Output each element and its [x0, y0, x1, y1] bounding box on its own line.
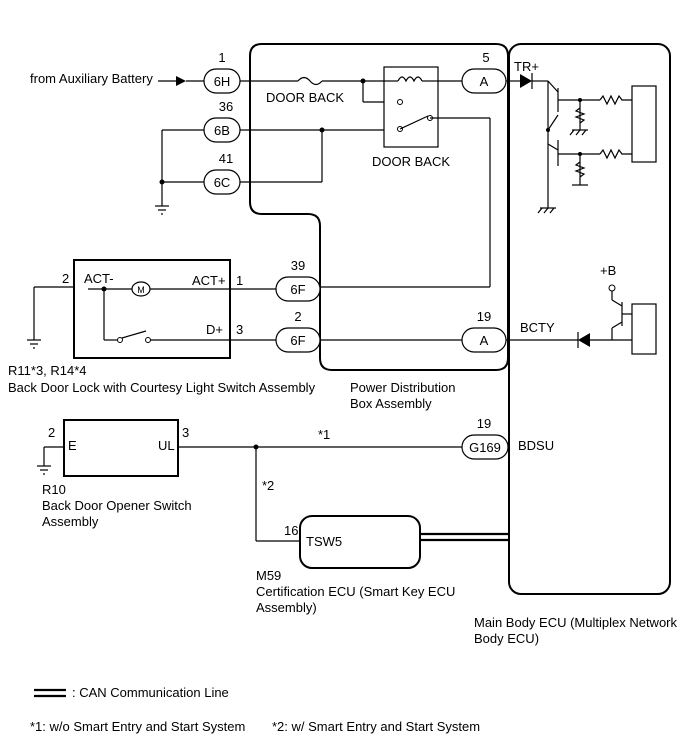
- opener-name-1: Back Door Opener Switch: [42, 498, 192, 513]
- connector-6C: [203, 169, 241, 195]
- legend-note2: *2: w/ Smart Entry and Start System: [272, 719, 480, 734]
- motor-label: M: [137, 285, 145, 295]
- star1-label: *1: [318, 427, 330, 442]
- opener-code: R10: [42, 482, 66, 497]
- certification-ecu: [299, 515, 421, 569]
- bdsu-label: BDSU: [518, 438, 554, 453]
- pin-A-5: 5: [482, 50, 489, 65]
- d-plus-label: D+: [206, 322, 223, 337]
- relay-label: DOOR BACK: [372, 154, 450, 169]
- pin-6C: 41: [219, 151, 233, 166]
- pin-6B: 36: [219, 99, 233, 114]
- diode-bcty-icon: [578, 333, 590, 347]
- cert-name-2: Assembly): [256, 600, 317, 615]
- pin-ul: 3: [182, 425, 189, 440]
- e-label: E: [68, 438, 77, 453]
- connector-A-19: [461, 327, 507, 353]
- pin-e: 2: [48, 425, 55, 440]
- fuse-label: DOOR BACK: [266, 90, 344, 105]
- pin-G169: 19: [477, 416, 491, 431]
- pin-6F-39: 39: [291, 258, 305, 273]
- pdb-name-1: Power Distribution: [350, 380, 456, 395]
- pin-d-plus: 3: [236, 322, 243, 337]
- connector-G169: [461, 434, 509, 460]
- connector-6F-39: [275, 276, 321, 302]
- bcty-label: BCTY: [520, 320, 555, 335]
- diode-tr-icon: [520, 74, 532, 88]
- lock-switch-name: Back Door Lock with Courtesy Light Switc…: [8, 380, 316, 395]
- label-A-5: A: [480, 74, 489, 89]
- pin-6F-2: 2: [294, 309, 301, 324]
- label-6C: 6C: [214, 175, 231, 190]
- label-6B: 6B: [214, 123, 230, 138]
- pin-A-19: 19: [477, 309, 491, 324]
- act-minus-label: ACT-: [84, 271, 114, 286]
- label-6H: 6H: [214, 74, 231, 89]
- back-door-opener-switch: [63, 419, 179, 477]
- pin-act-minus: 2: [62, 271, 69, 286]
- fuse-icon: [297, 76, 323, 86]
- plus-b-label: +B: [600, 263, 616, 278]
- ul-label: UL: [158, 438, 175, 453]
- pdb-name-2: Box Assembly: [350, 396, 432, 411]
- tr-plus-label: TR+: [514, 59, 539, 74]
- aux-battery-label: from Auxiliary Battery: [30, 71, 153, 86]
- connector-6B: [203, 117, 241, 143]
- cert-terminal: TSW5: [306, 534, 342, 549]
- resistor-icon: [599, 94, 632, 106]
- ecu-logic-block: [631, 85, 657, 163]
- pin-act-plus: 1: [236, 273, 243, 288]
- label-6F-39: 6F: [290, 282, 305, 297]
- legend-can: : CAN Communication Line: [72, 685, 229, 700]
- cert-code: M59: [256, 568, 281, 583]
- lock-switch-code: R11*3, R14*4: [8, 363, 87, 378]
- arrow-icon: [176, 76, 186, 86]
- label-G169: G169: [469, 440, 501, 455]
- label-6F-2: 6F: [290, 333, 305, 348]
- opener-name-2: Assembly: [42, 514, 99, 529]
- connector-6H: [203, 68, 241, 94]
- act-plus-label: ACT+: [192, 273, 226, 288]
- main-ecu-name-2: Body ECU): [474, 631, 539, 646]
- connector-6F-2: [275, 327, 321, 353]
- main-body-ecu: [508, 43, 671, 595]
- pin-6H: 1: [218, 50, 225, 65]
- connector-A-5: [461, 68, 507, 94]
- legend-note1: *1: w/o Smart Entry and Start System: [30, 719, 245, 734]
- star2-label: *2: [262, 478, 274, 493]
- cert-name-1: Certification ECU (Smart Key ECU: [256, 584, 455, 599]
- main-ecu-name-1: Main Body ECU (Multiplex Network: [474, 615, 678, 630]
- label-A-19: A: [480, 333, 489, 348]
- cert-pin: 16: [284, 523, 298, 538]
- back-door-lock-switch: [73, 259, 231, 359]
- relay-coil-icon: [397, 76, 423, 83]
- relay-door-back: [383, 66, 439, 148]
